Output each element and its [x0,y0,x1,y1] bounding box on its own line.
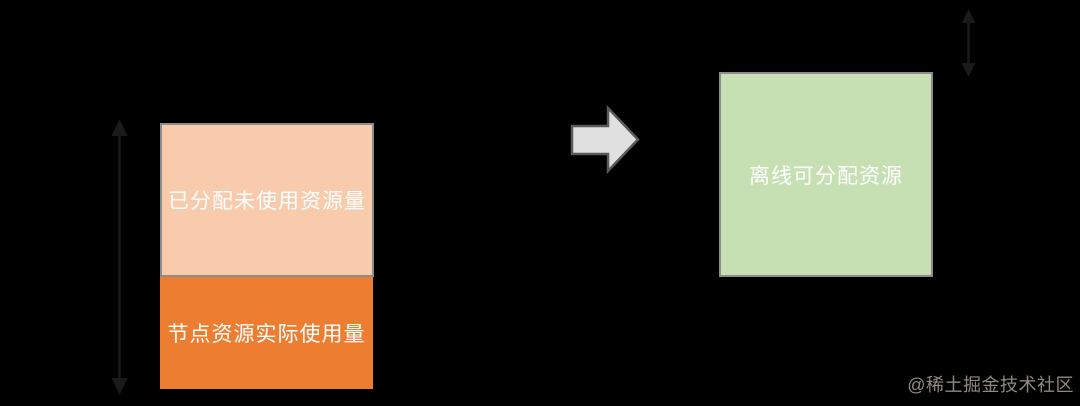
allocated-unused-label: 已分配未使用资源量 [168,190,366,213]
watermark-text: @稀土掘金技术社区 [907,375,1074,395]
allocated-unused-box: 已分配未使用资源量 [160,123,374,277]
arrowhead-up-icon [111,119,128,136]
arrowhead-up-icon [961,9,976,23]
actual-usage-box: 节点资源实际使用量 [160,277,373,389]
arrowhead-down-icon [961,63,976,77]
height-measure-arrow-left [111,119,128,395]
actual-usage-label: 节点资源实际使用量 [167,323,366,346]
transform-arrow-icon [570,104,640,174]
height-measure-arrow-right [961,9,976,77]
arrowhead-down-icon [111,378,128,395]
block-arrow-shape [570,104,640,174]
offline-allocatable-label: 离线可分配资源 [749,164,903,188]
offline-allocatable-box: 离线可分配资源 [719,72,933,277]
